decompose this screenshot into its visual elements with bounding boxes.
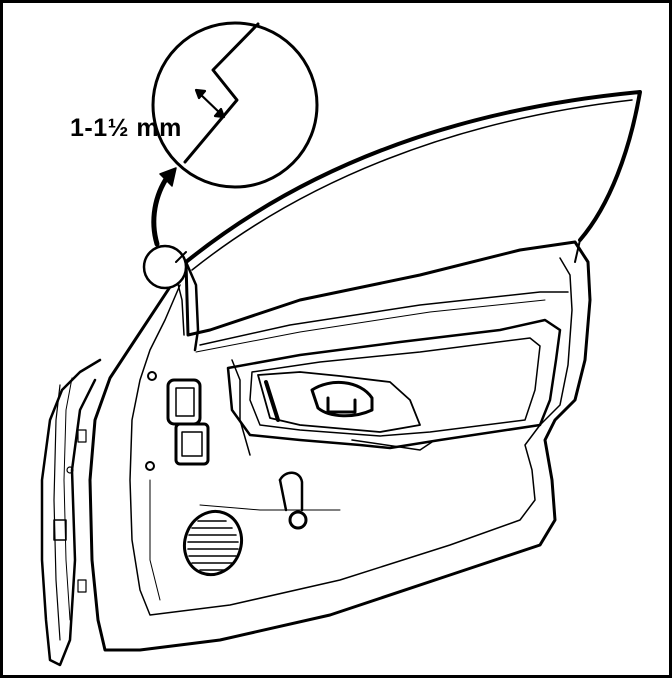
armrest-housing xyxy=(226,318,562,451)
window-glass xyxy=(184,90,642,271)
magnified-detail-circle xyxy=(151,21,319,189)
lock-knob xyxy=(278,471,308,530)
door-frame-edge xyxy=(40,358,102,667)
double-arrow-icon xyxy=(194,88,226,119)
mirror-control xyxy=(145,371,210,471)
door-panel xyxy=(88,240,592,652)
gap-measurement-label: 1-1½ mm xyxy=(70,114,182,142)
detail-spot-circle xyxy=(142,244,188,290)
speaker-grille xyxy=(183,509,243,577)
curved-arrow-icon xyxy=(151,167,177,247)
